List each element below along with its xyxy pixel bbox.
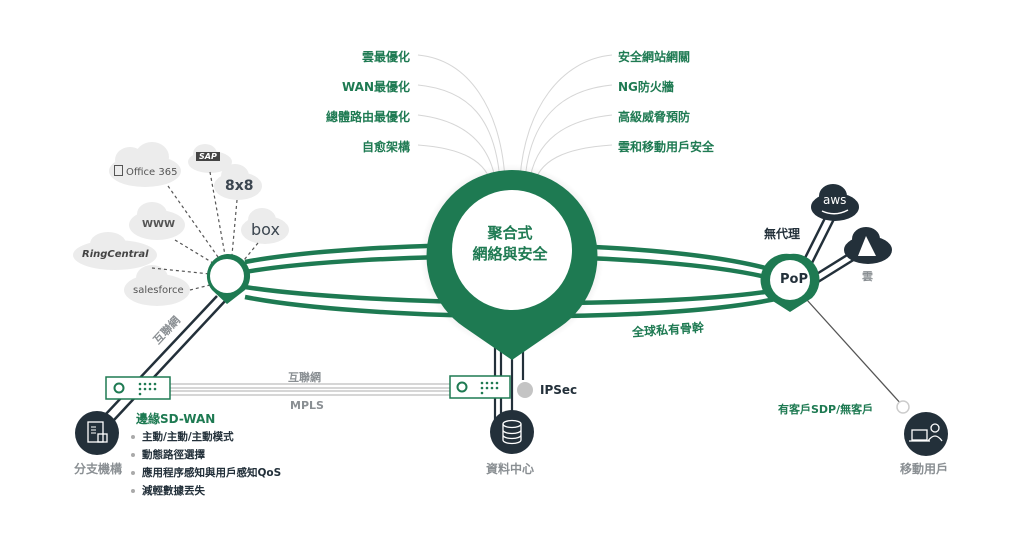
- feature-self-healing: 自愈架構: [361, 140, 410, 154]
- salesforce-label: salesforce: [133, 285, 184, 296]
- sdp-connector-dot: [896, 400, 910, 414]
- sdwan-feature-list: 主動/主動/主動模式 動態路徑選擇 應用程序感知與用戶感知QoS 減輕數據丟失: [128, 428, 281, 500]
- datacenter-database-icon: [490, 410, 534, 454]
- box-logo: box: [251, 220, 280, 239]
- cloud-office365: [109, 142, 181, 187]
- ipsec-dot: [517, 382, 533, 398]
- cloud-label: 雲: [862, 270, 873, 283]
- feature-cloud-optimization: 雲最優化: [361, 50, 410, 64]
- mobile-user-icon: [904, 412, 948, 456]
- mobile-user-label: 移動用戶: [900, 462, 949, 476]
- cloud-8x8: [214, 164, 262, 200]
- branch-office-icon: [75, 411, 119, 455]
- pop-label: PoP: [780, 272, 808, 287]
- sdp-label: 有客戶SDP/無客戶: [778, 403, 874, 416]
- sdwan-bullet: 應用程序感知與用戶感知QoS: [128, 464, 281, 482]
- 8x8-logo: 8x8: [225, 178, 254, 194]
- pop-cloud-links: [802, 211, 856, 284]
- feature-connector-lines: [417, 54, 613, 189]
- internet-diagonal-link: [104, 295, 227, 421]
- cloud-ringcentral: [73, 232, 157, 270]
- datacenter-device-leds: [480, 381, 499, 395]
- hub-title: 聚合式 網絡與安全: [454, 223, 566, 265]
- agentless-label: 無代理: [764, 227, 801, 241]
- datacenter-sdwan-device: [449, 375, 511, 399]
- aws-cloud: [811, 184, 859, 221]
- aws-logo: aws: [823, 193, 847, 207]
- hub-inner: [452, 190, 572, 310]
- internet-label: 互聯網: [288, 371, 321, 384]
- feature-threat-prevention: 高級威脅預防: [618, 110, 691, 124]
- office365-label: Office 365: [114, 165, 177, 178]
- sdwan-title: 邊緣SD-WAN: [136, 412, 216, 426]
- pop-node-inner: [770, 260, 810, 300]
- hub-title-line2: 網絡與安全: [472, 245, 548, 263]
- branch-label: 分支機構: [74, 462, 123, 476]
- saas-dashed-lines: [151, 171, 259, 291]
- aws-smile-icon: [821, 209, 849, 215]
- branch-edge-node-inner: [210, 259, 244, 293]
- cloud-www: [129, 202, 185, 240]
- sdwan-bullet: 主動/主動/主動模式: [128, 428, 281, 446]
- sap-logo: SAP: [196, 152, 220, 161]
- www-label: WWW: [142, 219, 176, 230]
- hub-title-line1: 聚合式: [487, 224, 533, 242]
- sdwan-bullet: 減輕數據丟失: [128, 482, 281, 500]
- branch-sdwan-device: [105, 376, 171, 400]
- feature-global-routing: 總體路由最優化: [325, 110, 410, 124]
- feature-wan-optimization: WAN最優化: [341, 80, 410, 94]
- sdp-link: [806, 299, 903, 406]
- branch-device-leds: [138, 382, 157, 396]
- mpls-label: MPLS: [290, 399, 324, 412]
- feature-swg: 安全網站網關: [618, 50, 691, 64]
- ipsec-label: IPSec: [540, 383, 578, 397]
- feature-cloud-mobile-security: 雲和移動用戶安全: [618, 140, 715, 154]
- cloud-salesforce: [124, 265, 190, 306]
- internet-mpls-horizontal-links: [170, 383, 450, 396]
- ringcentral-logo: RingCentral: [82, 249, 149, 260]
- office-icon: [114, 165, 123, 176]
- cloud-box: [241, 208, 289, 244]
- feature-ngfw: NG防火牆: [618, 80, 674, 94]
- datacenter-label: 資料中心: [486, 462, 535, 476]
- azure-logo-icon: [858, 236, 876, 256]
- sdwan-bullet: 動態路徑選擇: [128, 446, 281, 464]
